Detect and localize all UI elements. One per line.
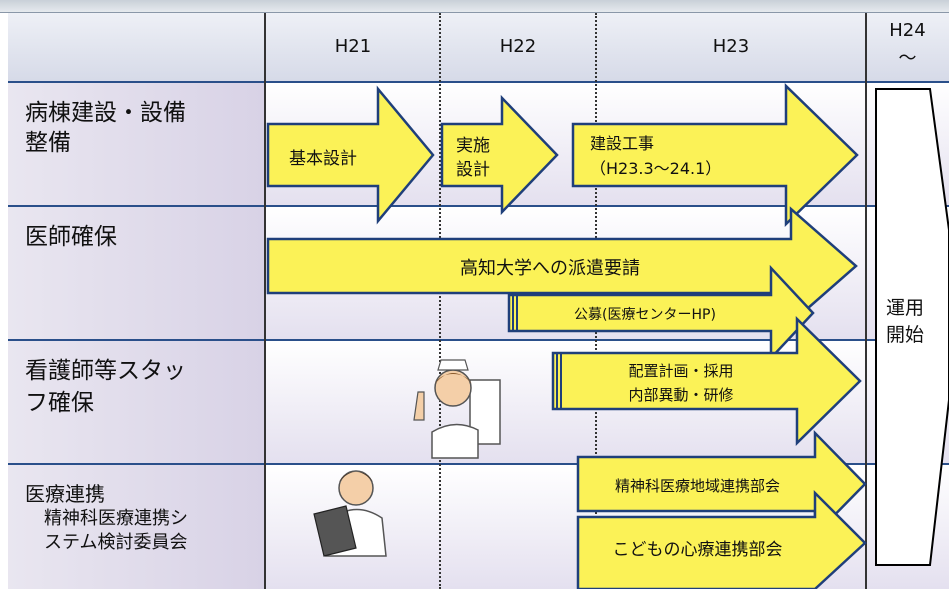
- header-blank-cell: [8, 13, 266, 81]
- arrow-label-basic-design: 基本設計: [289, 149, 357, 169]
- arrow-label-construction-line2: （H23.3～24.1）: [590, 159, 722, 178]
- arrow-label-psych-collab: 精神科医療地域連携部会: [614, 477, 780, 495]
- arrow-label-impl-design-line2: 設計: [456, 160, 490, 180]
- row-label-nurses-line2: フ確保: [25, 390, 94, 416]
- header-cell-h22: [440, 13, 596, 81]
- row-label-nurses-line1: 看護師等スタッ: [25, 358, 186, 384]
- row-label-collab-sub1: 精神科医療連携シ: [44, 508, 188, 529]
- year-label-h22: H22: [499, 36, 537, 57]
- grid-line: [8, 81, 949, 83]
- arrow-label-staffing-line2: 内部異動・研修: [628, 386, 734, 404]
- grid-line: [8, 463, 949, 465]
- arrow-university: [266, 206, 858, 326]
- year-label-h23: H23: [712, 36, 750, 57]
- final-label-line1: 運用: [886, 297, 925, 319]
- grid-line: [264, 13, 266, 589]
- final-chevron: [875, 88, 949, 566]
- arrow-label-child-collab: こどもの心療連携部会: [612, 540, 783, 560]
- grid-line: [8, 339, 949, 341]
- row-label-doctors: 医師確保: [25, 224, 117, 250]
- row-label-building-line2: 整備: [25, 130, 71, 156]
- row-label-bg-doctors: [8, 207, 266, 339]
- arrow-label-recruit: 公募(医療センターHP): [574, 307, 716, 323]
- header-cell-h24: [866, 13, 949, 81]
- row-label-collab: 医療連携: [25, 482, 105, 506]
- row-label-collab-sub2: ステム検討委員会: [44, 532, 188, 553]
- header-cell-h23: [596, 13, 866, 81]
- row-label-bg-collab: [8, 465, 266, 589]
- row-label-bg-nurses: [8, 341, 266, 463]
- arrow-label-staffing-line1: 配置計画・採用: [628, 362, 734, 380]
- doctor-illustration: [313, 470, 387, 557]
- arrow-basic-design: [266, 85, 435, 225]
- row-label-building-line1: 病棟建設・設備: [25, 100, 186, 126]
- arrow-impl-design: [440, 94, 559, 216]
- year-label-h24: H24: [889, 20, 926, 41]
- grid-line: [439, 13, 441, 589]
- arrow-recruit: [507, 264, 815, 362]
- year-label-h21: H21: [334, 36, 372, 57]
- arrow-child-collab: [576, 489, 867, 589]
- arrow-psych-collab: [576, 429, 867, 539]
- grid-line: [8, 205, 949, 207]
- arrow-label-impl-design-line1: 実施: [456, 136, 490, 156]
- header-cell-h21: [266, 13, 440, 81]
- final-label-line2: 開始: [886, 324, 925, 346]
- arrow-construction: [571, 83, 859, 227]
- arrow-staffing: [551, 316, 862, 446]
- top-bar: [0, 0, 949, 13]
- row-label-bg-building: [8, 83, 266, 205]
- arrow-label-construction-line1: 建設工事: [590, 134, 655, 153]
- nurse-illustration: [413, 359, 501, 459]
- grid-line: [865, 13, 867, 589]
- arrow-label-university: 高知大学への派遣要請: [460, 258, 640, 279]
- year-label-h24-tilde: ～: [898, 48, 917, 69]
